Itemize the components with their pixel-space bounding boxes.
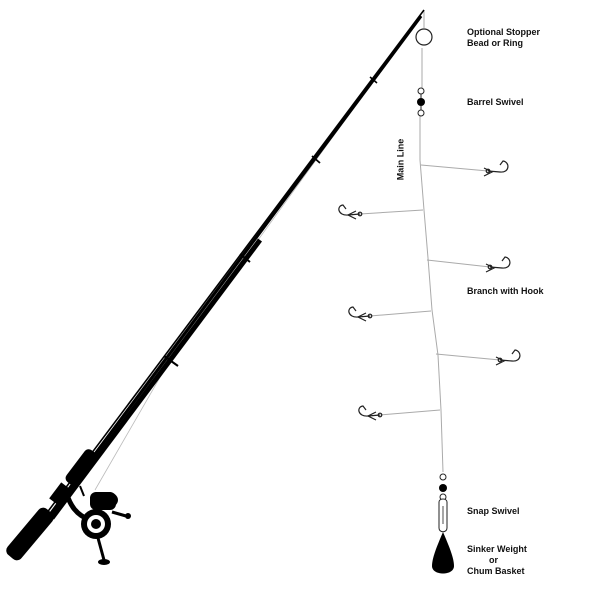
branch-line-1 — [420, 164, 489, 172]
snap-swivel-label: Snap Swivel — [467, 506, 520, 516]
sinker-weight — [432, 532, 454, 574]
barrel-swivel — [417, 87, 425, 117]
hook-6 — [358, 405, 383, 421]
branch-lines — [359, 164, 501, 416]
stopper-ring — [415, 28, 433, 46]
spinning-reel — [63, 485, 131, 565]
barrel-swivel-label: Barrel Swivel — [467, 97, 524, 107]
hook-5 — [495, 349, 521, 366]
branch-with-hook-label: Branch with Hook — [467, 286, 544, 296]
sinker-label-line2: or — [489, 555, 498, 565]
hook-4 — [348, 306, 373, 322]
hook-1 — [483, 160, 509, 177]
rod-line — [94, 9, 425, 491]
snap-swivel — [438, 473, 448, 533]
branch-line-5 — [435, 353, 501, 361]
fishing-rod — [6, 9, 425, 561]
main-line-label: Main Line — [395, 138, 406, 181]
branch-line-4 — [369, 310, 432, 317]
hook-2 — [338, 204, 363, 220]
main-line — [419, 10, 444, 473]
fore-grip — [65, 449, 99, 487]
sinker-label-line1: Sinker Weight — [467, 544, 527, 554]
stopper-label-line1: Optional Stopper — [467, 27, 540, 37]
branch-line-6 — [379, 409, 441, 416]
hook-3 — [485, 256, 511, 273]
branch-line-3 — [426, 259, 491, 268]
stopper-label: Optional Stopper Bead or Ring — [467, 27, 540, 49]
stopper-label-line2: Bead or Ring — [467, 38, 524, 48]
butt-grip — [6, 507, 54, 561]
branch-line-2 — [359, 209, 424, 215]
sinker-label: Sinker Weight or Chum Basket — [467, 544, 527, 577]
sinker-label-line3: Chum Basket — [467, 566, 525, 576]
